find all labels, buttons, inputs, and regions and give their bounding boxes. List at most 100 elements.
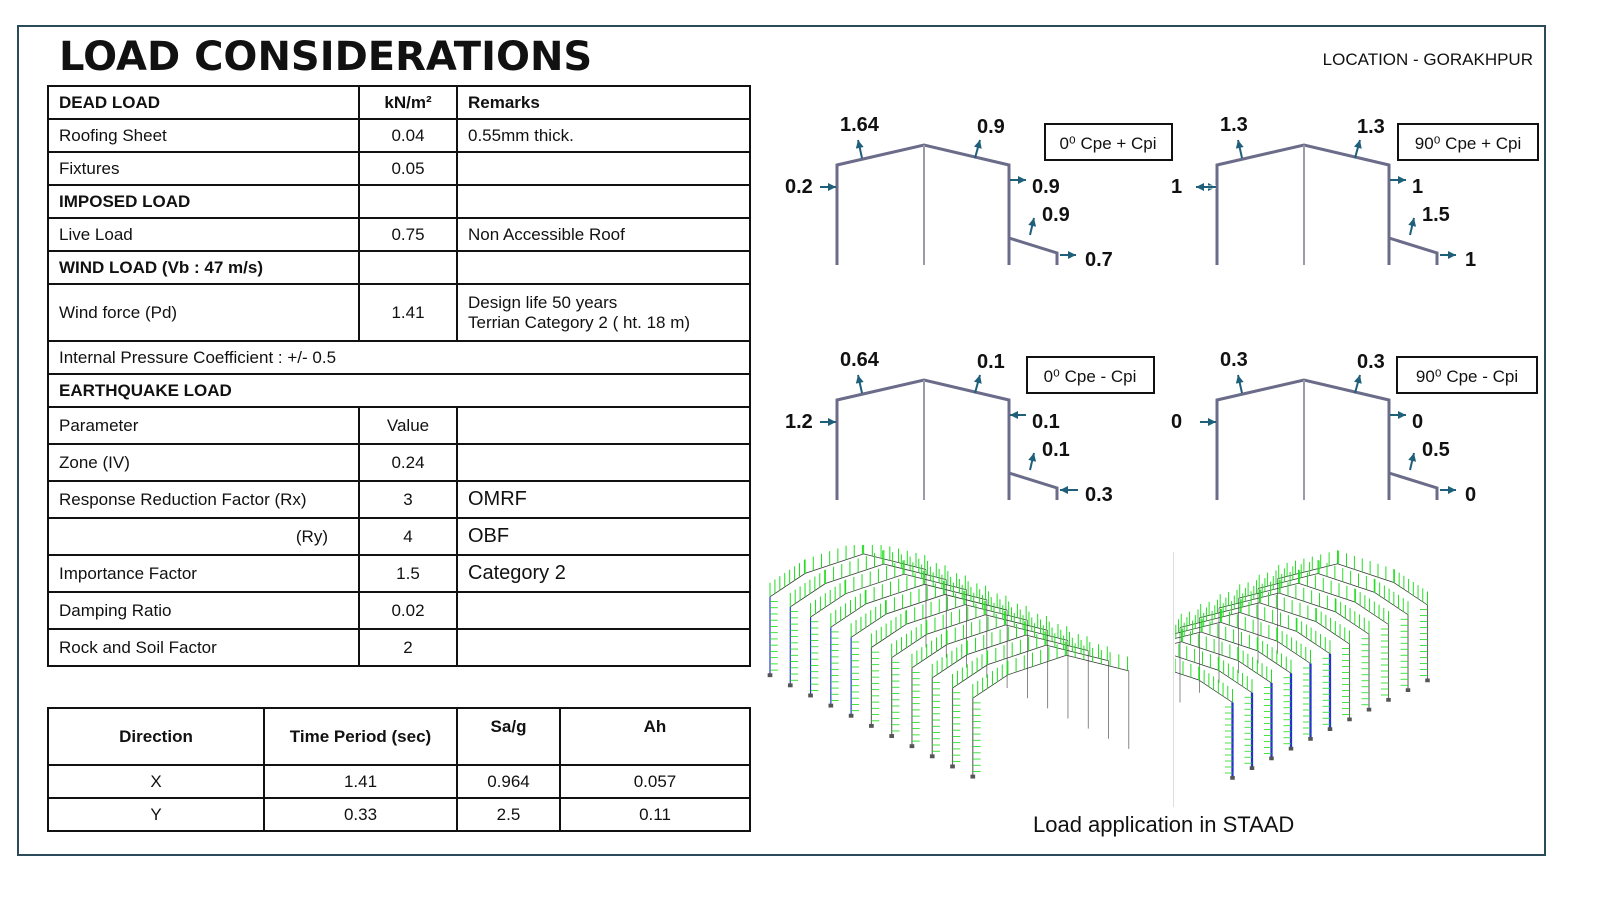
staad-model-views xyxy=(767,545,1430,780)
load-value-label: 0.3 xyxy=(1357,351,1385,373)
table-row: X 1.41 0.964 0.057 xyxy=(47,764,751,799)
imposed-load-heading: IMPOSED LOAD xyxy=(47,184,360,219)
cell-remark xyxy=(456,151,751,186)
table-row: Wind force (Pd) 1.41 Design life 50 year… xyxy=(47,283,751,342)
arrow-head-icon xyxy=(1408,218,1417,227)
cell-remark xyxy=(456,443,751,482)
slide-frame xyxy=(17,25,1546,856)
cell-remark xyxy=(456,406,751,445)
cell-remark: Category 2 xyxy=(456,554,751,593)
lean-to-frame xyxy=(1008,471,1059,500)
arrow-head-icon xyxy=(1408,453,1417,462)
load-value-label: 0.7 xyxy=(1085,249,1113,271)
cell-remark xyxy=(456,591,751,630)
support-icon xyxy=(848,713,854,718)
support-icon xyxy=(1405,688,1411,692)
arrow-head-icon xyxy=(1196,183,1204,191)
cell-value xyxy=(358,250,458,285)
rafter xyxy=(1277,563,1428,606)
load-value-label: 0.1 xyxy=(1032,411,1060,433)
unit-heading: kN/m² xyxy=(358,85,458,120)
rafter xyxy=(769,553,927,598)
load-value-label: 1 xyxy=(1465,249,1476,271)
table-row: WIND LOAD (Vb : 47 m/s) xyxy=(47,250,751,285)
load-value-label: 1 xyxy=(1171,176,1182,198)
arrow-head-icon xyxy=(1354,375,1362,384)
support-icon xyxy=(889,734,895,738)
load-value-label: 0.9 xyxy=(1042,204,1070,226)
table-cell: 0.33 xyxy=(263,797,458,832)
table-header-row: Direction Time Period (sec) Sa/g Ah xyxy=(47,707,751,766)
remark-line: Design life 50 years xyxy=(468,292,618,312)
support-icon xyxy=(1249,766,1255,770)
load-value-label: 0.3 xyxy=(1220,349,1248,371)
cell-label: Damping Ratio xyxy=(47,591,360,630)
support-icon xyxy=(1425,678,1430,683)
load-value-label: 0.3 xyxy=(1085,484,1113,506)
cell-label: Importance Factor xyxy=(47,554,360,593)
support-icon xyxy=(828,703,834,708)
cell-remark xyxy=(456,184,751,219)
support-icon xyxy=(970,774,976,779)
case-label-box xyxy=(1044,123,1173,161)
cell-value: 0.05 xyxy=(358,151,458,186)
table-cell: 1.41 xyxy=(263,764,458,799)
load-value-label: 0.1 xyxy=(977,351,1005,373)
case-label-box xyxy=(1397,123,1539,161)
load-value-label: 0 xyxy=(1465,484,1476,506)
load-value-label: 1 xyxy=(1412,176,1423,198)
staad-model-left xyxy=(767,545,1130,779)
table-row: Rock and Soil Factor 2 xyxy=(47,628,751,667)
load-value-label: 0 xyxy=(1171,411,1182,433)
cell-value: Value xyxy=(358,406,458,445)
rafter xyxy=(1175,671,1233,703)
table-row: Damping Ratio 0.02 xyxy=(47,591,751,630)
lean-to-frame xyxy=(1388,471,1439,500)
column-header: Direction xyxy=(47,707,265,766)
load-table: DEAD LOAD kN/m² Remarks Roofing Sheet 0.… xyxy=(47,85,751,667)
load-value-label: 1.3 xyxy=(1220,114,1248,136)
rafter xyxy=(1218,592,1370,635)
earthquake-load-heading: EARTHQUAKE LOAD xyxy=(47,373,751,408)
arrow-head-icon xyxy=(1448,251,1456,259)
case-label: 0⁰ Cpe + Cpi xyxy=(1059,134,1156,153)
rafter xyxy=(1238,582,1389,625)
arrow-head-icon xyxy=(855,375,864,384)
support-icon xyxy=(1288,746,1294,751)
cell-value: 0.04 xyxy=(358,118,458,153)
rafter xyxy=(790,563,947,608)
support-icon xyxy=(787,683,793,688)
table-row: Y 0.33 2.5 0.11 xyxy=(47,797,751,832)
rafter xyxy=(1199,602,1350,645)
load-value-label: 0.9 xyxy=(1032,176,1060,198)
cell-label: Parameter xyxy=(47,406,360,445)
arrow-head-icon xyxy=(974,140,982,149)
rafter xyxy=(1175,631,1292,674)
table-row: IMPOSED LOAD xyxy=(47,184,751,219)
load-value-label: 1.5 xyxy=(1422,204,1450,226)
load-value-label: 0.1 xyxy=(1042,439,1070,461)
table-row: Importance Factor 1.5 Category 2 xyxy=(47,554,751,593)
rafter xyxy=(972,654,1129,699)
support-icon xyxy=(1366,707,1372,712)
support-icon xyxy=(1308,737,1313,741)
cell-value: 0.02 xyxy=(358,591,458,630)
column-header: Ah xyxy=(559,707,751,766)
rafter xyxy=(911,624,1069,669)
support-icon xyxy=(909,744,915,749)
load-value-label: 0.2 xyxy=(785,176,813,198)
load-value-label: 1.3 xyxy=(1357,116,1385,138)
load-value-label: 0 xyxy=(1412,411,1423,433)
column-header: Sa/g xyxy=(456,707,561,766)
remarks-heading: Remarks xyxy=(456,85,751,120)
table-cell: 0.11 xyxy=(559,797,751,832)
cell-value: 2 xyxy=(358,628,458,667)
table-cell: 2.5 xyxy=(456,797,561,832)
load-value-label: 0.64 xyxy=(840,349,880,371)
cell-value xyxy=(358,184,458,219)
cell-label: Live Load xyxy=(47,217,360,252)
table-row: EARTHQUAKE LOAD xyxy=(47,373,751,408)
